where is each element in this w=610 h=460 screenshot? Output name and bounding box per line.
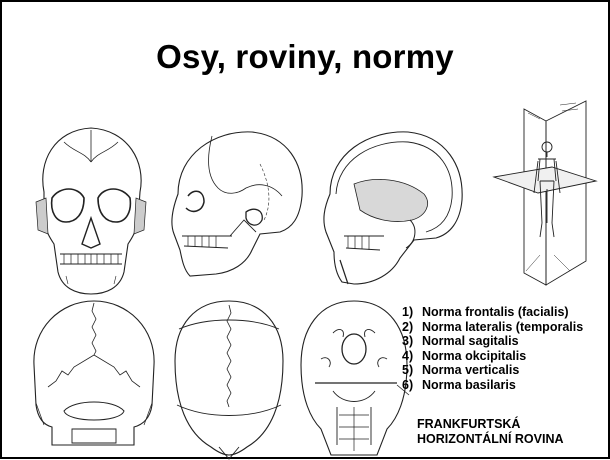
body-planes-icon [490,97,600,287]
skull-frontal-view-figure [24,122,159,297]
legend-item: 3)Normal sagitalis [402,334,583,349]
legend-item: 5)Norma verticalis [402,363,583,378]
skull-section-icon [314,124,474,294]
skull-vertical-view-figure [167,295,292,460]
caption-line: HORIZONTÁLNÍ ROVINA [417,432,564,447]
legend-item: 1)Norma frontalis (facialis) [402,305,583,320]
frankfurt-plane-caption: FRANKFURTSKÁ HORIZONTÁLNÍ ROVINA [417,417,564,447]
legend-item-label: Norma frontalis (facialis) [422,305,569,320]
skull-sagittal-section-figure [314,124,474,294]
legend-item-label: Norma basilaris [422,378,516,393]
legend-item: 6)Norma basilaris [402,378,583,393]
legend-item: 4)Norma okcipitalis [402,349,583,364]
norms-legend: 1)Norma frontalis (facialis) 2)Norma lat… [402,305,583,393]
slide-title: Osy, roviny, normy [2,38,608,76]
legend-item: 2)Norma lateralis (temporalis [402,320,583,335]
skull-occipital-view-figure [24,295,164,460]
legend-item-label: Normal sagitalis [422,334,519,349]
legend-item-label: Norma verticalis [422,363,519,378]
skull-back-icon [24,295,164,460]
skull-front-icon [24,122,159,297]
skull-lateral-view-figure [160,124,310,284]
legend-item-label: Norma lateralis (temporalis [422,320,583,335]
skull-base-icon [297,295,412,460]
skull-basal-view-figure [297,295,412,460]
body-planes-figure [490,97,600,287]
skull-side-icon [160,124,310,284]
skull-top-icon [167,295,292,460]
caption-line: FRANKFURTSKÁ [417,417,564,432]
legend-item-label: Norma okcipitalis [422,349,526,364]
